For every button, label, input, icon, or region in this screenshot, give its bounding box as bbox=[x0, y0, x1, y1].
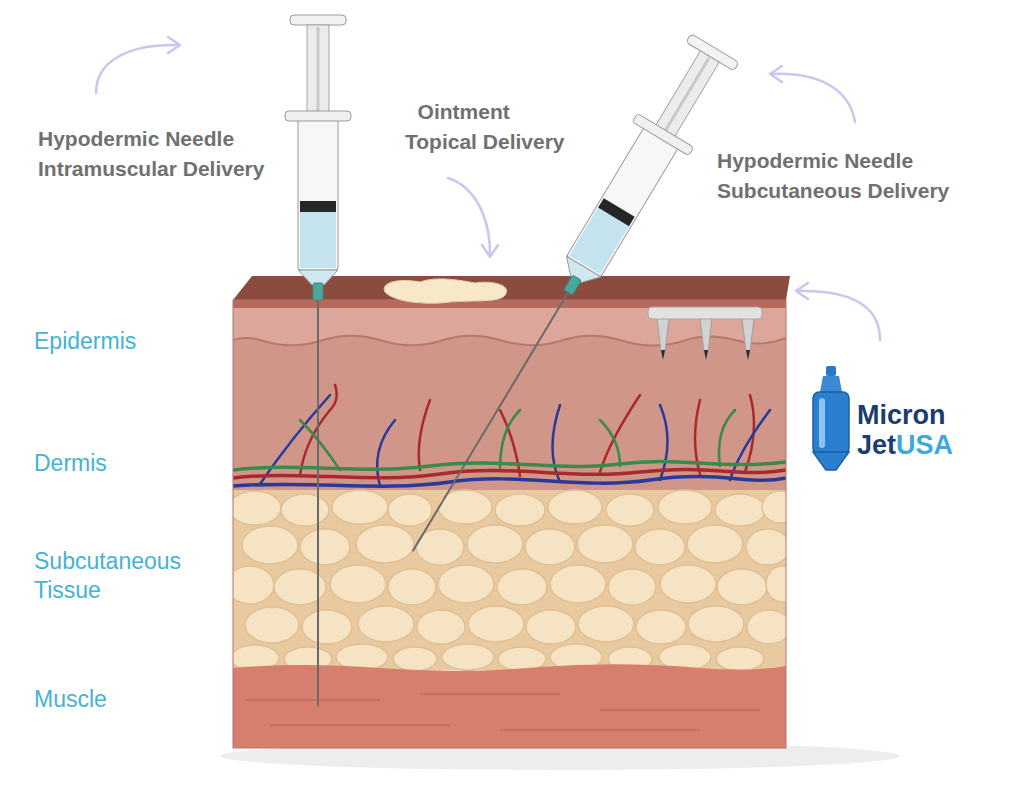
syringe bbox=[384, 31, 743, 568]
block-outline bbox=[233, 300, 786, 748]
logo-text: USA bbox=[896, 430, 953, 460]
syringe bbox=[285, 15, 351, 300]
callout-label: Hypodermic Needle Subcutaneous Delivery bbox=[717, 146, 969, 206]
skin-block bbox=[233, 300, 786, 748]
layer-label: Dermis bbox=[34, 449, 107, 478]
logo-text: Jet bbox=[857, 430, 896, 460]
layer-label: Muscle bbox=[34, 685, 107, 714]
logo-text: Micron bbox=[857, 400, 946, 430]
needle bbox=[317, 300, 319, 706]
ointment-blob bbox=[384, 279, 506, 303]
microneedle-patch bbox=[648, 307, 762, 360]
layer-label: Epidermis bbox=[34, 327, 136, 356]
layer-label: Subcutaneous Tissue bbox=[34, 547, 209, 605]
callout-label: Hypodermic Needle Intramuscular Delivery bbox=[38, 124, 280, 184]
callout-label: Ointment Topical Delivery bbox=[405, 97, 586, 157]
logo-icon bbox=[813, 366, 849, 470]
